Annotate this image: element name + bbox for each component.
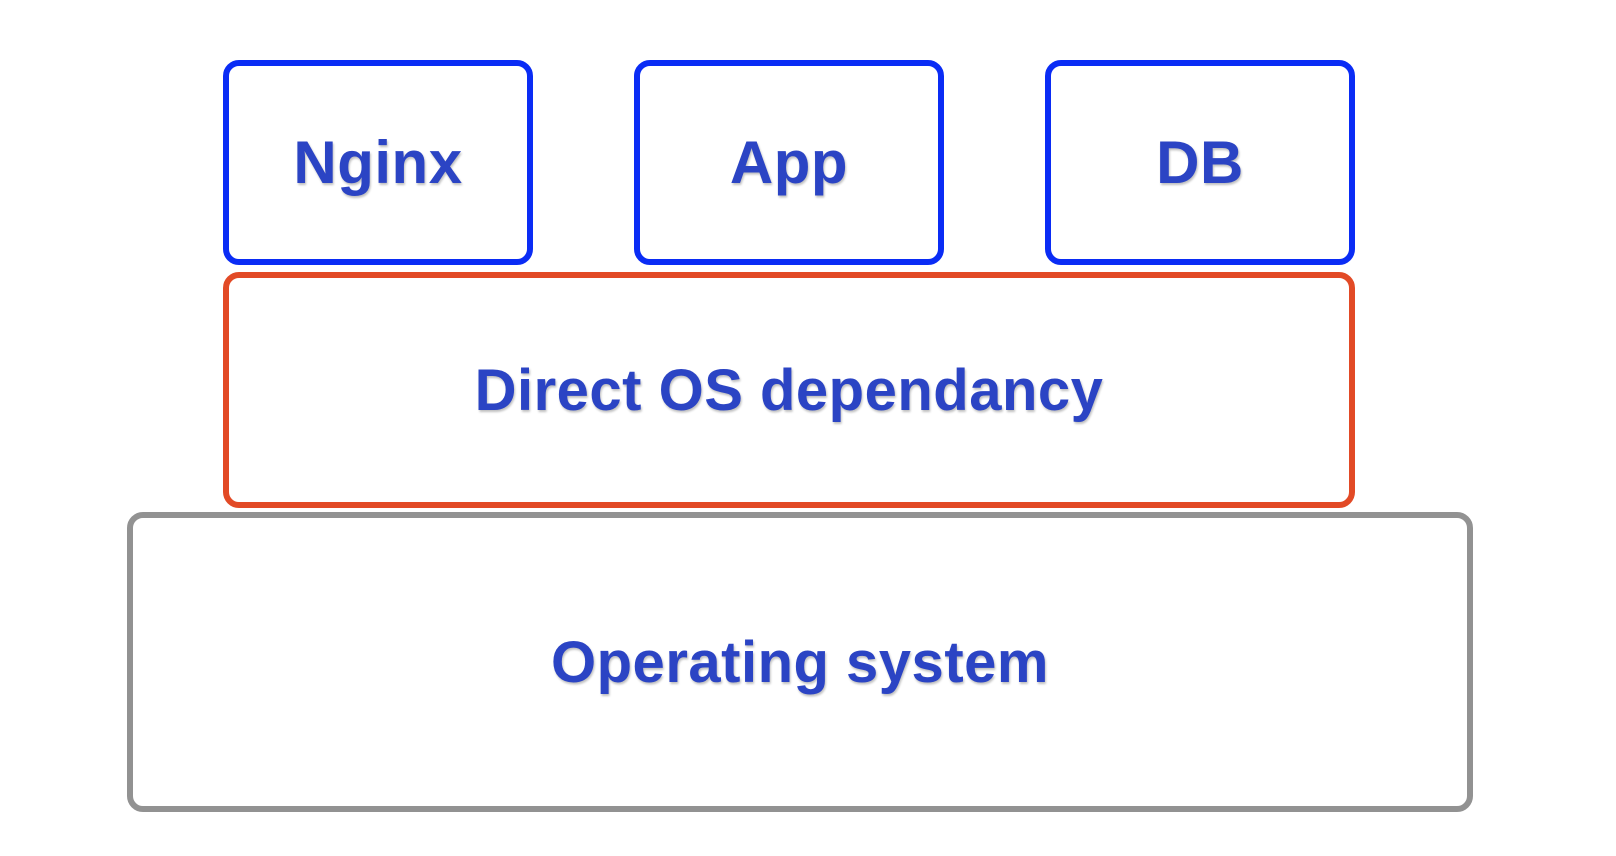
app-label: App [729, 129, 849, 196]
direct-os-dependency-label: Direct OS dependancy [474, 357, 1104, 423]
nginx-label: Nginx [293, 129, 463, 196]
operating-system-box: Operating system [127, 512, 1473, 812]
nginx-box: Nginx [223, 60, 533, 265]
direct-os-dependency-box: Direct OS dependancy [223, 272, 1355, 508]
operating-system-label: Operating system [551, 629, 1049, 695]
app-box: App [634, 60, 944, 265]
db-label: DB [1156, 129, 1244, 196]
db-box: DB [1045, 60, 1355, 265]
